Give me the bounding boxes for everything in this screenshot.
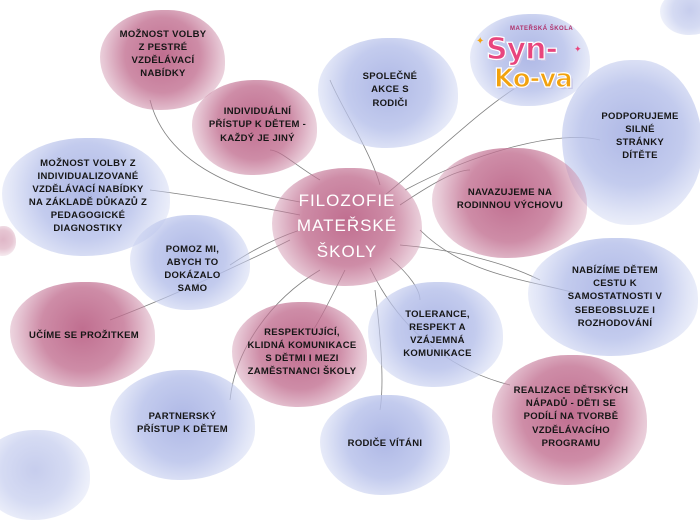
node-respektujici: RESPEKTUJÍCÍ, KLIDNÁ KOMUNIKACE S DĚTMI … (247, 326, 357, 378)
node-navazujeme: NAVAZUJEME NA RODINNOU VÝCHOVU (456, 186, 564, 211)
blob-navazujeme (432, 148, 587, 258)
blob-corner-bottom-left (0, 430, 90, 520)
blob-corner-mid-left (0, 226, 16, 256)
blob-spolecne-akce (318, 38, 458, 148)
blob-realizace (492, 355, 647, 485)
school-logo: MATEŘSKÁ ŠKOLA Syn- Ko-va ✦ ✦ (470, 14, 590, 106)
node-podporujeme: PODPORUJEME SILNÉ STRÁNKY DÍTĚTE (601, 110, 679, 162)
node-ucime-se: UČÍME SE PROŽITKEM (29, 330, 139, 342)
blob-ucime-se (10, 282, 155, 387)
node-moznost-volby-individualizovane: MOŽNOST VOLBY Z INDIVIDUALIZOVANÉ VZDĚLÁ… (28, 157, 148, 235)
center-title: FILOZOFIE MATEŘSKÉ ŠKOLY (296, 190, 398, 261)
node-moznost-volby-pestre: MOŽNOST VOLBY Z PESTRÉ VZDĚLÁVACÍ NABÍDK… (119, 28, 207, 80)
blob-moznost-volby-pestre (100, 10, 225, 110)
blob-center (272, 168, 422, 286)
blob-pomoz-mi (130, 215, 250, 310)
logo-backdrop (470, 14, 590, 106)
node-tolerance: TOLERANCE, RESPEKT A VZÁJEMNÁ KOMUNIKACE (403, 308, 472, 360)
blob-rodice-vitani (320, 395, 450, 495)
node-partnersky: PARTNERSKÝ PŘÍSTUP K DĚTEM (137, 410, 228, 435)
logo-star-icon: ✦ (476, 36, 485, 47)
logo-word-line1: Syn- (485, 31, 558, 67)
logo-word-line2: Ko-va (493, 63, 573, 94)
node-rodice-vitani: RODIČE VÍTÁNI (347, 438, 423, 450)
node-spolecne-akce: SPOLEČNÉ AKCE S RODIČI (362, 71, 418, 109)
blob-nabizime (528, 238, 698, 356)
blob-respektujici (232, 302, 367, 407)
logo-school-label: MATEŘSKÁ ŠKOLA (510, 26, 574, 32)
node-individualni-pristup: INDIVIDUÁLNÍ PŘÍSTUP K DĚTEM - KAŽDÝ JE … (208, 106, 307, 144)
logo-star-icon-2: ✦ (574, 44, 582, 54)
node-nabizime: NABÍZÍME DĚTEM CESTU K SAMOSTATNOSTI V S… (567, 265, 663, 329)
blob-individualni-pristup (192, 80, 317, 175)
node-pomoz-mi: POMOZ MI, ABYCH TO DOKÁZALO SAMO (164, 243, 221, 295)
blob-partnersky (110, 370, 255, 480)
blob-tolerance (368, 282, 503, 387)
node-realizace: REALIZACE DĚTSKÝCH NÁPADŮ - DĚTI SE PODÍ… (513, 385, 629, 449)
